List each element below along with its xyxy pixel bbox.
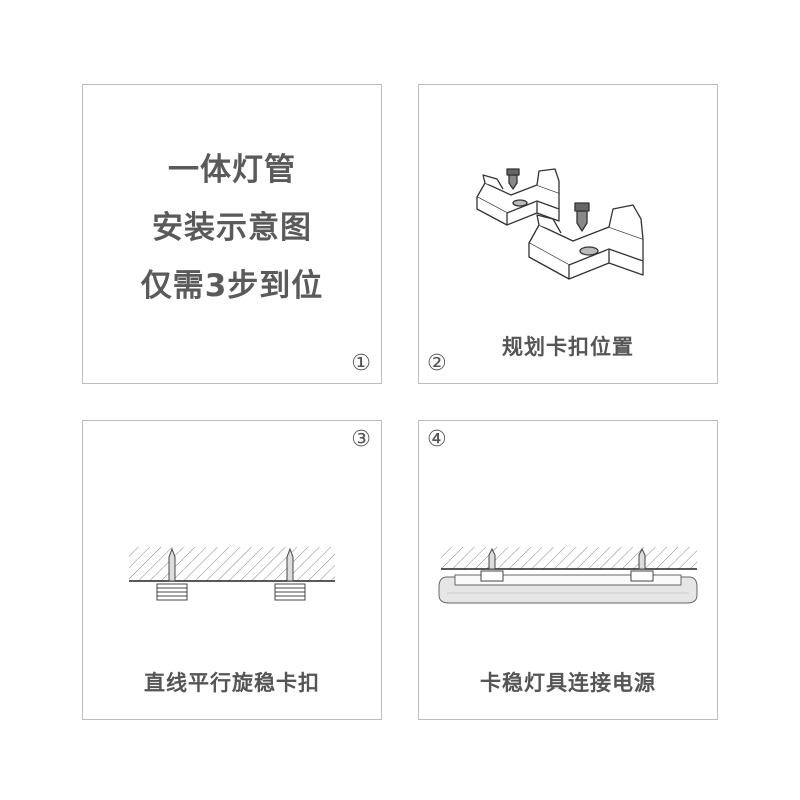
panel-step-2: 规划卡扣位置 ② [418,84,718,384]
mounted-tube-illustration [438,547,698,604]
clip-left [480,547,504,582]
panel-step-4: 卡稳灯具连接电源 ④ [418,420,718,720]
step-number-2: ② [427,351,447,376]
clip-left [156,547,188,601]
led-tube-fixture [438,574,698,604]
intro-line-2: 安装示意图 [152,210,312,246]
intro-title: 一体灯管 安装示意图 仅需3步到位 [83,141,381,315]
intro-line-1: 一体灯管 [168,152,296,188]
step-4-caption: 卡稳灯具连接电源 [480,671,656,695]
ceiling-hatch [129,547,335,582]
step-3-caption: 直线平行旋稳卡扣 [144,671,320,695]
clip-small-icon [476,168,560,226]
panel-step-3: 直线平行旋稳卡扣 ③ [82,420,382,720]
clip-brackets-illustration [476,168,644,280]
step-number-1: ① [351,351,371,376]
clip-large-icon [528,202,644,280]
step-number-4: ④ [427,427,447,452]
panel-intro: 一体灯管 安装示意图 仅需3步到位 ① [82,84,382,384]
clip-right [274,547,306,601]
ceiling-clips-illustration [129,547,335,601]
step-number-3: ③ [351,427,371,452]
clip-right [630,547,654,582]
intro-line-3: 仅需3步到位 [140,268,324,304]
step-2-caption: 规划卡扣位置 [502,335,634,359]
ceiling-hatch [441,547,697,570]
